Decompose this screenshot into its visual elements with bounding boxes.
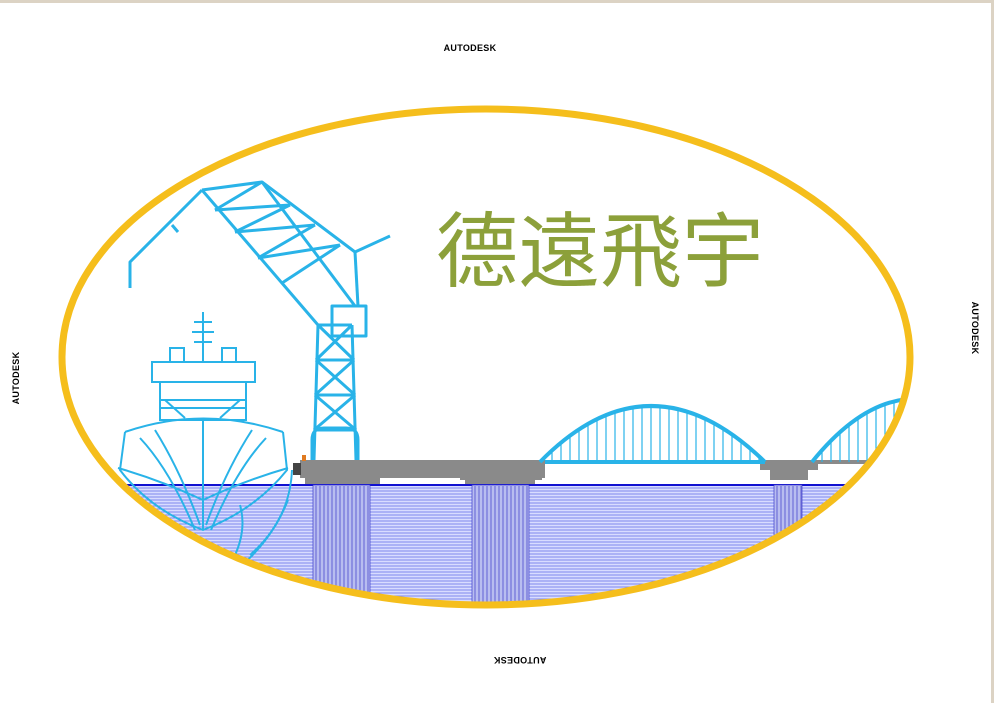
gold-ring: [58, 105, 914, 609]
arch-bridge-icon: [538, 396, 908, 464]
bridge-deck: [293, 455, 908, 484]
crane-icon: [128, 180, 391, 461]
watermark-top: AUTODESK: [443, 43, 497, 53]
ship-icon: [111, 312, 293, 581]
emblem-title: 德遠飛宇: [436, 205, 764, 300]
bridge-piers: [312, 484, 803, 603]
